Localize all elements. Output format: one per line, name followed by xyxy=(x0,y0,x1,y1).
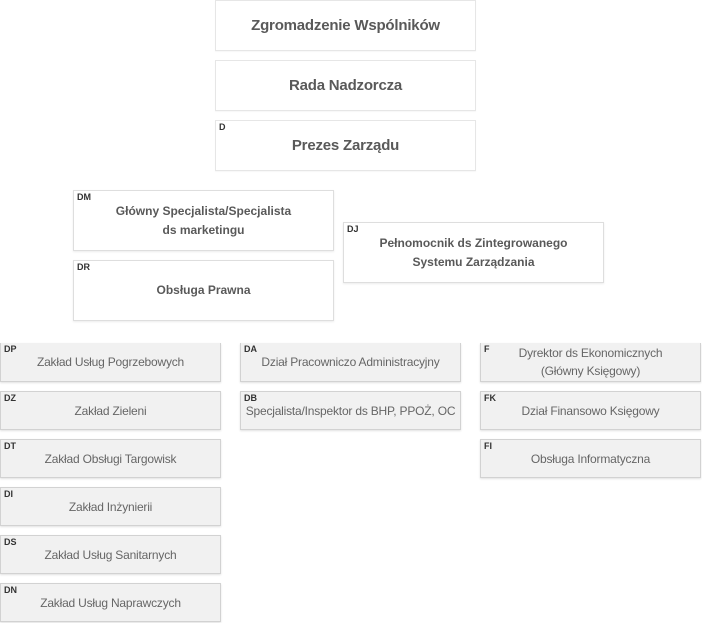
node-label: Dział Pracowniczo Administracyjny xyxy=(261,355,440,369)
node-label: Zgromadzenie Wspólników xyxy=(251,17,440,34)
node-label: Rada Nadzorcza xyxy=(288,77,403,94)
node-code: DI xyxy=(4,489,13,499)
node-rada-nadzorcza[interactable]: Rada Nadzorcza xyxy=(215,60,476,111)
node-code: DZ xyxy=(4,393,16,403)
node-dj-pelnomocnik[interactable]: DJ Pełnomocnik ds Zintegrowanego Systemu… xyxy=(343,222,604,283)
node-code: DR xyxy=(77,262,90,272)
node-dp-uslugi-pogrzebowe[interactable]: DP Zakład Usług Pogrzebowych xyxy=(0,343,221,382)
node-f-dyrektor-ekonomiczny[interactable]: F Dyrektor ds Ekonomicznych (Główny Księ… xyxy=(480,343,701,382)
node-code: DJ xyxy=(347,224,359,234)
node-code: F xyxy=(484,344,490,354)
node-label: Dział Finansowo Księgowy xyxy=(521,403,660,418)
node-code: D xyxy=(219,122,226,132)
node-code: FI xyxy=(484,441,492,451)
node-dm-marketing[interactable]: DM Główny Specjalista/Specjalista ds mar… xyxy=(73,190,334,251)
node-code: DP xyxy=(4,344,17,354)
node-code: DN xyxy=(4,585,17,595)
node-label: Zakład Obsługi Targowisk xyxy=(44,451,177,466)
node-code: FK xyxy=(484,393,496,403)
node-label: Zakład Usług Sanitarnych xyxy=(44,547,177,562)
node-label: Zakład Inżynierii xyxy=(68,499,153,514)
node-label: Prezes Zarządu xyxy=(291,137,400,154)
node-label: Dyrektor ds Ekonomicznych (Główny Księgo… xyxy=(518,346,663,378)
node-fi-obsluga-informatyczna[interactable]: FI Obsługa Informatyczna xyxy=(480,439,701,478)
node-label: Zakład Usług Pogrzebowych xyxy=(36,355,185,369)
node-label: Zakład Zieleni xyxy=(74,403,147,418)
node-db-bhp-ppoz-oc[interactable]: DB Specjalista/Inspektor ds BHP, PPOŻ, O… xyxy=(240,391,461,430)
node-fk-dzial-finansowo-ksiegowy[interactable]: FK Dział Finansowo Księgowy xyxy=(480,391,701,430)
node-code: DB xyxy=(244,393,257,403)
node-zgromadzenie-wspolnikow[interactable]: Zgromadzenie Wspólników xyxy=(215,0,476,51)
node-label: Główny Specjalista/Specjalista ds market… xyxy=(115,203,292,237)
node-label: Obsługa Prawna xyxy=(156,283,251,297)
node-prezes-zarzadu[interactable]: D Prezes Zarządu xyxy=(215,120,476,171)
node-code: DT xyxy=(4,441,16,451)
node-di-inzynieria[interactable]: DI Zakład Inżynierii xyxy=(0,487,221,526)
node-dn-uslugi-naprawcze[interactable]: DN Zakład Usług Naprawczych xyxy=(0,583,221,622)
node-label: Pełnomocnik ds Zintegrowanego Systemu Za… xyxy=(379,235,568,269)
node-dr-obsluga-prawna[interactable]: DR Obsługa Prawna xyxy=(73,260,334,321)
node-code: DM xyxy=(77,192,91,202)
node-code: DS xyxy=(4,537,17,547)
node-label: Specjalista/Inspektor ds BHP, PPOŻ, OC xyxy=(245,403,456,418)
node-label: Zakład Usług Naprawczych xyxy=(40,595,181,610)
node-ds-uslugi-sanitarne[interactable]: DS Zakład Usług Sanitarnych xyxy=(0,535,221,574)
node-dt-targowiska[interactable]: DT Zakład Obsługi Targowisk xyxy=(0,439,221,478)
node-label: Obsługa Informatyczna xyxy=(530,451,651,466)
node-code: DA xyxy=(244,344,257,354)
node-dz-zielen[interactable]: DZ Zakład Zieleni xyxy=(0,391,221,430)
node-da-dzial-pracowniczo-administracyjny[interactable]: DA Dział Pracowniczo Administracyjny xyxy=(240,343,461,382)
